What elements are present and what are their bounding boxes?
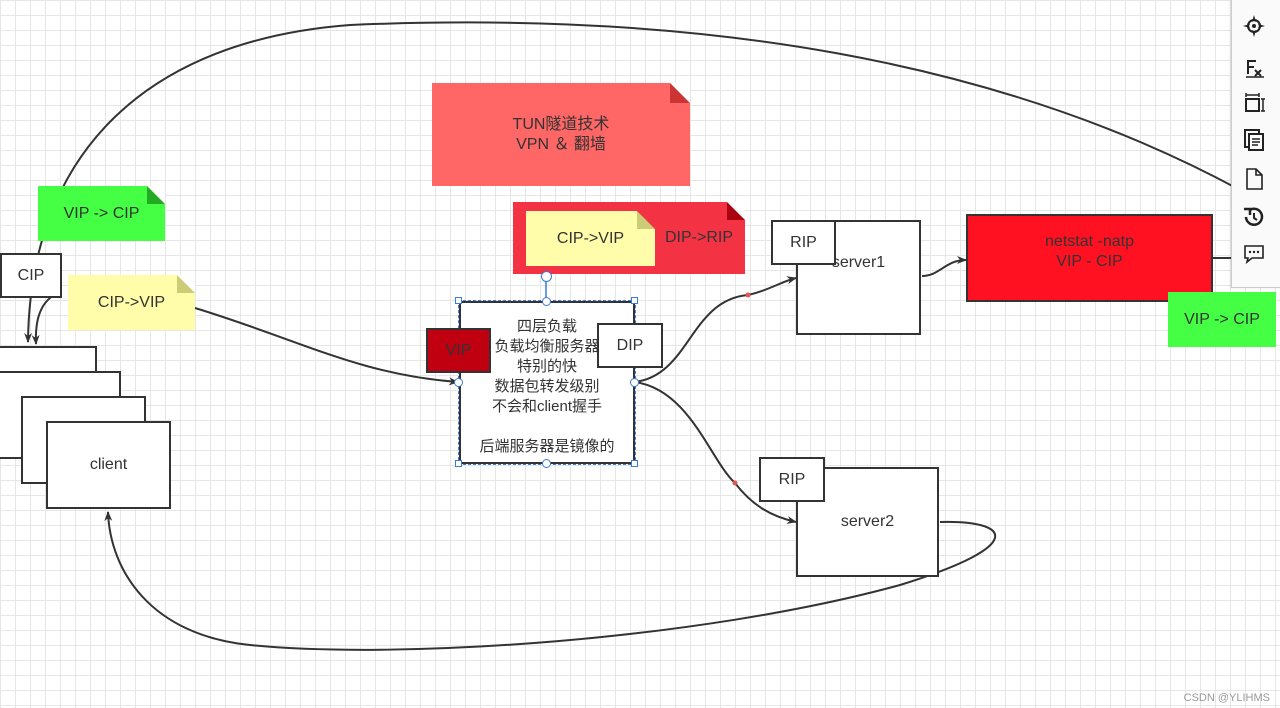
vip-cip-right-note[interactable]: VIP -> CIP — [1168, 292, 1276, 347]
vip-label: VIP — [445, 341, 472, 359]
edge-lb-server2[interactable] — [634, 381, 797, 524]
page-icon[interactable] — [1240, 165, 1268, 193]
size-icon[interactable] — [1240, 89, 1268, 117]
resize-handle-sw[interactable] — [455, 460, 462, 467]
waypoint-dot — [745, 292, 751, 298]
rip2-label: RIP — [778, 470, 806, 488]
comment-icon[interactable] — [1240, 240, 1268, 268]
dip-label: DIP — [616, 336, 644, 354]
edge-server2-client[interactable] — [104, 511, 996, 651]
history-icon[interactable] — [1240, 203, 1268, 231]
vip-box[interactable]: VIP — [426, 328, 491, 373]
navigate-icon[interactable] — [1240, 12, 1268, 40]
tun-note[interactable]: TUN隧道技术 VPN ＆ 翻墙 — [432, 83, 690, 186]
cip-box[interactable]: CIP — [0, 253, 62, 298]
cip-label: CIP — [17, 266, 45, 284]
dip-box[interactable]: DIP — [597, 323, 663, 368]
connect-handle-left[interactable] — [454, 378, 463, 387]
client-box[interactable]: client — [46, 421, 171, 509]
note-fold — [177, 275, 195, 293]
netstat-text: netstat -natp VIP - CIP — [1045, 233, 1134, 270]
watermark: CSDN @YLIHMS — [1183, 692, 1270, 704]
cip-vip-top-note[interactable]: CIP->VIP — [526, 211, 655, 266]
edge-server1-netstat[interactable] — [921, 256, 967, 277]
note-fold — [147, 186, 165, 204]
note-fold — [637, 211, 655, 229]
rip1-box[interactable]: RIP — [771, 220, 836, 265]
tun-note-text: TUN隧道技术 VPN ＆ 翻墙 — [512, 115, 610, 153]
dip-rip-text: DIP->RIP — [664, 229, 733, 246]
waypoint-dot — [732, 480, 738, 486]
connect-handle-bottom[interactable] — [542, 459, 551, 468]
edge-client-lb[interactable] — [194, 307, 459, 386]
edge-return-top[interactable] — [24, 21, 1241, 343]
tun-note-fold — [670, 83, 690, 103]
cip-vip-left-text: CIP->VIP — [97, 293, 166, 311]
rotate-handle[interactable] — [541, 271, 552, 282]
outline-icon[interactable] — [1240, 126, 1268, 154]
server1-label: server1 — [831, 253, 886, 271]
connect-handle-right[interactable] — [630, 378, 639, 387]
resize-handle-se[interactable] — [631, 460, 638, 467]
rip1-label: RIP — [790, 233, 817, 251]
vip-cip-left-text: VIP -> CIP — [63, 204, 140, 222]
connect-handle-top[interactable] — [542, 297, 551, 306]
vip-cip-left-note[interactable]: VIP -> CIP — [38, 186, 165, 241]
rip2-box[interactable]: RIP — [759, 457, 825, 502]
cip-vip-left-note[interactable]: CIP->VIP — [68, 275, 195, 330]
client-label: client — [89, 456, 128, 473]
vip-cip-right-text: VIP -> CIP — [1184, 310, 1260, 328]
note-fold — [727, 202, 745, 220]
edge-lb-server1[interactable] — [634, 276, 797, 383]
edge-cip-client[interactable] — [31, 291, 61, 345]
resize-handle-ne[interactable] — [631, 297, 638, 304]
cip-vip-top-text: CIP->VIP — [556, 229, 625, 247]
format-icon[interactable] — [1240, 54, 1268, 82]
load-balancer-text: 四层负载 负载均衡服务器 特别的快 数据包转发级别 不会和client握手 后端… — [479, 318, 615, 455]
netstat-box[interactable]: netstat -natp VIP - CIP — [966, 214, 1213, 302]
server2-label: server2 — [840, 513, 895, 530]
resize-handle-nw[interactable] — [455, 297, 462, 304]
